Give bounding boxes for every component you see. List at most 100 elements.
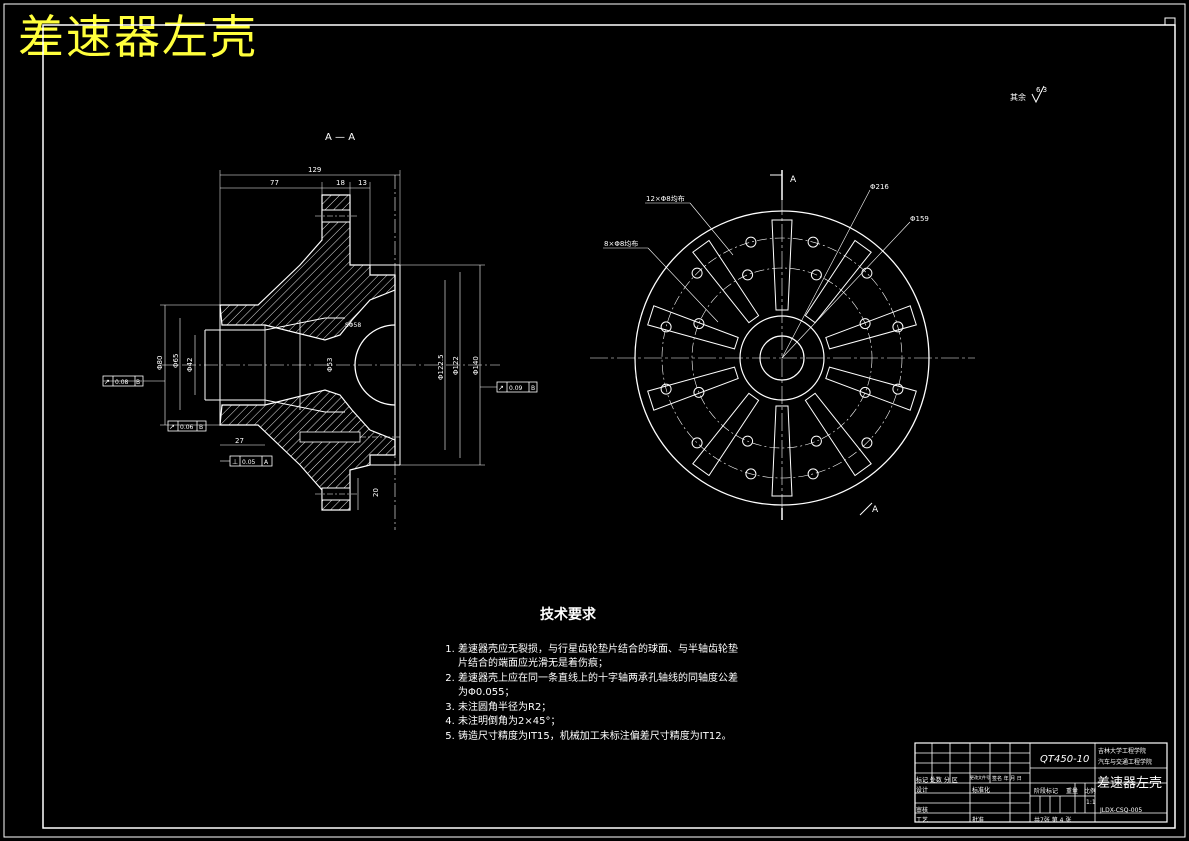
tb-process: 工艺 [916,817,929,824]
section-view: 129 77 18 13 Φ80 Φ65 Φ42 Φ53 Φ122.5 Φ122… [102,166,538,530]
tb-row-mark: 标记 处数 分 区 [916,777,958,784]
technical-requirements: 技术要求 差速器壳应无裂损，与行星齿轮垫片结合的球面、与半轴齿轮垫片结合的端面应… [440,608,740,744]
requirement-item: 差速器壳上应在同一条直线上的十字轴两承孔轴线的同轴度公差为Φ0.055； [458,672,740,701]
tb-material: QT450-10 [1040,754,1090,765]
requirement-item: 铸造尺寸精度为IT15，机械加工未标注偏差尺寸精度为IT12。 [458,730,740,745]
tb-school2: 汽车与交通工程学院 [1098,759,1153,766]
end-view: A A 12×Φ8均布 8×Φ8均布 Φ216 Φ159 [590,170,975,520]
outer-hole [745,236,757,248]
svg-text:↗: ↗ [104,378,110,386]
radial-slot [804,239,872,324]
inner-hole [859,318,871,330]
svg-text:0.05: 0.05 [242,459,256,466]
tb-weight-label: 重量 [1066,788,1079,795]
outer-hole [691,267,703,279]
outer-hole [861,437,873,449]
inner-hole [693,386,705,398]
holes-8-label: 8×Φ8均布 [604,239,638,248]
tb-drawing-no: JLDX-CSQ-005 [1100,807,1143,814]
title-block [914,742,1168,823]
radial-slot [692,239,760,324]
section-bottom-half [219,389,396,511]
inner-hole [810,435,822,447]
radial-slot [647,366,739,411]
frame-outer [3,3,1186,838]
dim-77: 77 [270,179,279,187]
tb-approve: 批准 [972,817,985,824]
svg-text:0.06: 0.06 [180,424,194,431]
tolerance-frame-2: ↗ 0.06 B [167,420,207,432]
dim-20: 20 [372,488,380,497]
outer-hole [892,321,904,333]
svg-text:0.08: 0.08 [115,379,129,386]
dim-dia122: Φ122 [452,356,460,375]
frame-corner-tab [1164,17,1176,26]
inner-hole [859,386,871,398]
section-mark-bottom: A [872,505,879,515]
outer-hole [691,437,703,449]
radial-slot [804,392,872,477]
radial-slot [825,366,917,411]
tolerance-frame-4: ↗ 0.09 B [480,381,538,393]
inner-hole [742,435,754,447]
tb-school: 吉林大学工程学院 [1098,748,1147,755]
svg-text:B: B [136,379,140,386]
outer-hole [807,468,819,480]
inner-hole [810,269,822,281]
svg-text:B: B [531,385,535,392]
tb-stage-label: 阶段标记 [1034,788,1059,795]
tb-row-sign: 签名 年 月 日 [992,776,1022,782]
inner-hole [693,318,705,330]
tb-scale: 1:1 [1086,799,1096,806]
outer-hole [660,321,672,333]
section-top-half [219,194,396,341]
outer-hole [745,468,757,480]
inner-hole [742,269,754,281]
requirement-item: 未注明倒角为2×45°； [458,715,740,730]
svg-text:↗: ↗ [498,384,504,392]
tb-sheets: 共7张 第 4 张 [1034,817,1072,824]
svg-text:⊥: ⊥ [232,458,238,466]
dim-13: 13 [358,179,367,187]
roughness-note: 其余 [1010,92,1026,102]
tb-design: 设计 [916,787,929,794]
holes-12-label: 12×Φ8均布 [646,194,685,203]
requirement-item: 未注圆角半径为R2； [458,701,740,716]
dim-27: 27 [235,437,244,445]
roughness-value: 6.3 [1036,86,1047,94]
dia-216-label: Φ216 [870,183,889,191]
dim-dia53: Φ53 [326,358,334,372]
svg-text:↗: ↗ [169,423,175,431]
frame-inner [42,24,1176,829]
dim-dia42: Φ42 [186,358,194,372]
requirements-list: 差速器壳应无裂损，与行星齿轮垫片结合的球面、与半轴齿轮垫片结合的端面应光滑无是着… [440,643,740,745]
drawing-title: 差速器左壳 [18,10,258,64]
roughness-symbol [1031,85,1045,104]
dim-18: 18 [336,179,345,187]
radial-slot [692,392,760,477]
dim-dia122-5: Φ122.5 [437,354,445,380]
svg-text:B: B [199,424,203,431]
requirement-item: 差速器壳应无裂损，与行星齿轮垫片结合的球面、与半轴齿轮垫片结合的端面应光滑无是着… [458,643,740,672]
outer-hole [861,267,873,279]
tb-standard: 标准化 [972,787,991,794]
radial-slot [825,305,917,350]
dim-dia65: Φ65 [172,354,180,368]
tolerance-frame-3: ⊥ 0.05 A [220,455,273,467]
svg-text:0.09: 0.09 [509,385,523,392]
tb-row-change: 更改文件号 [970,775,990,780]
radial-slot [771,219,793,311]
tb-review: 审核 [916,807,929,814]
dim-ball: SΦ58 [345,322,361,329]
section-mark-top: A [790,175,797,185]
radial-slot [647,305,739,350]
radial-slot [771,405,793,497]
tolerance-frame-1: ↗ 0.08 B [102,375,165,387]
dim-dia80: Φ80 [156,356,164,370]
tb-scale-label: 比例 [1084,788,1097,795]
outer-hole [660,383,672,395]
outer-hole [807,236,819,248]
dim-129: 129 [308,166,321,174]
dia-159-label: Φ159 [910,215,929,223]
